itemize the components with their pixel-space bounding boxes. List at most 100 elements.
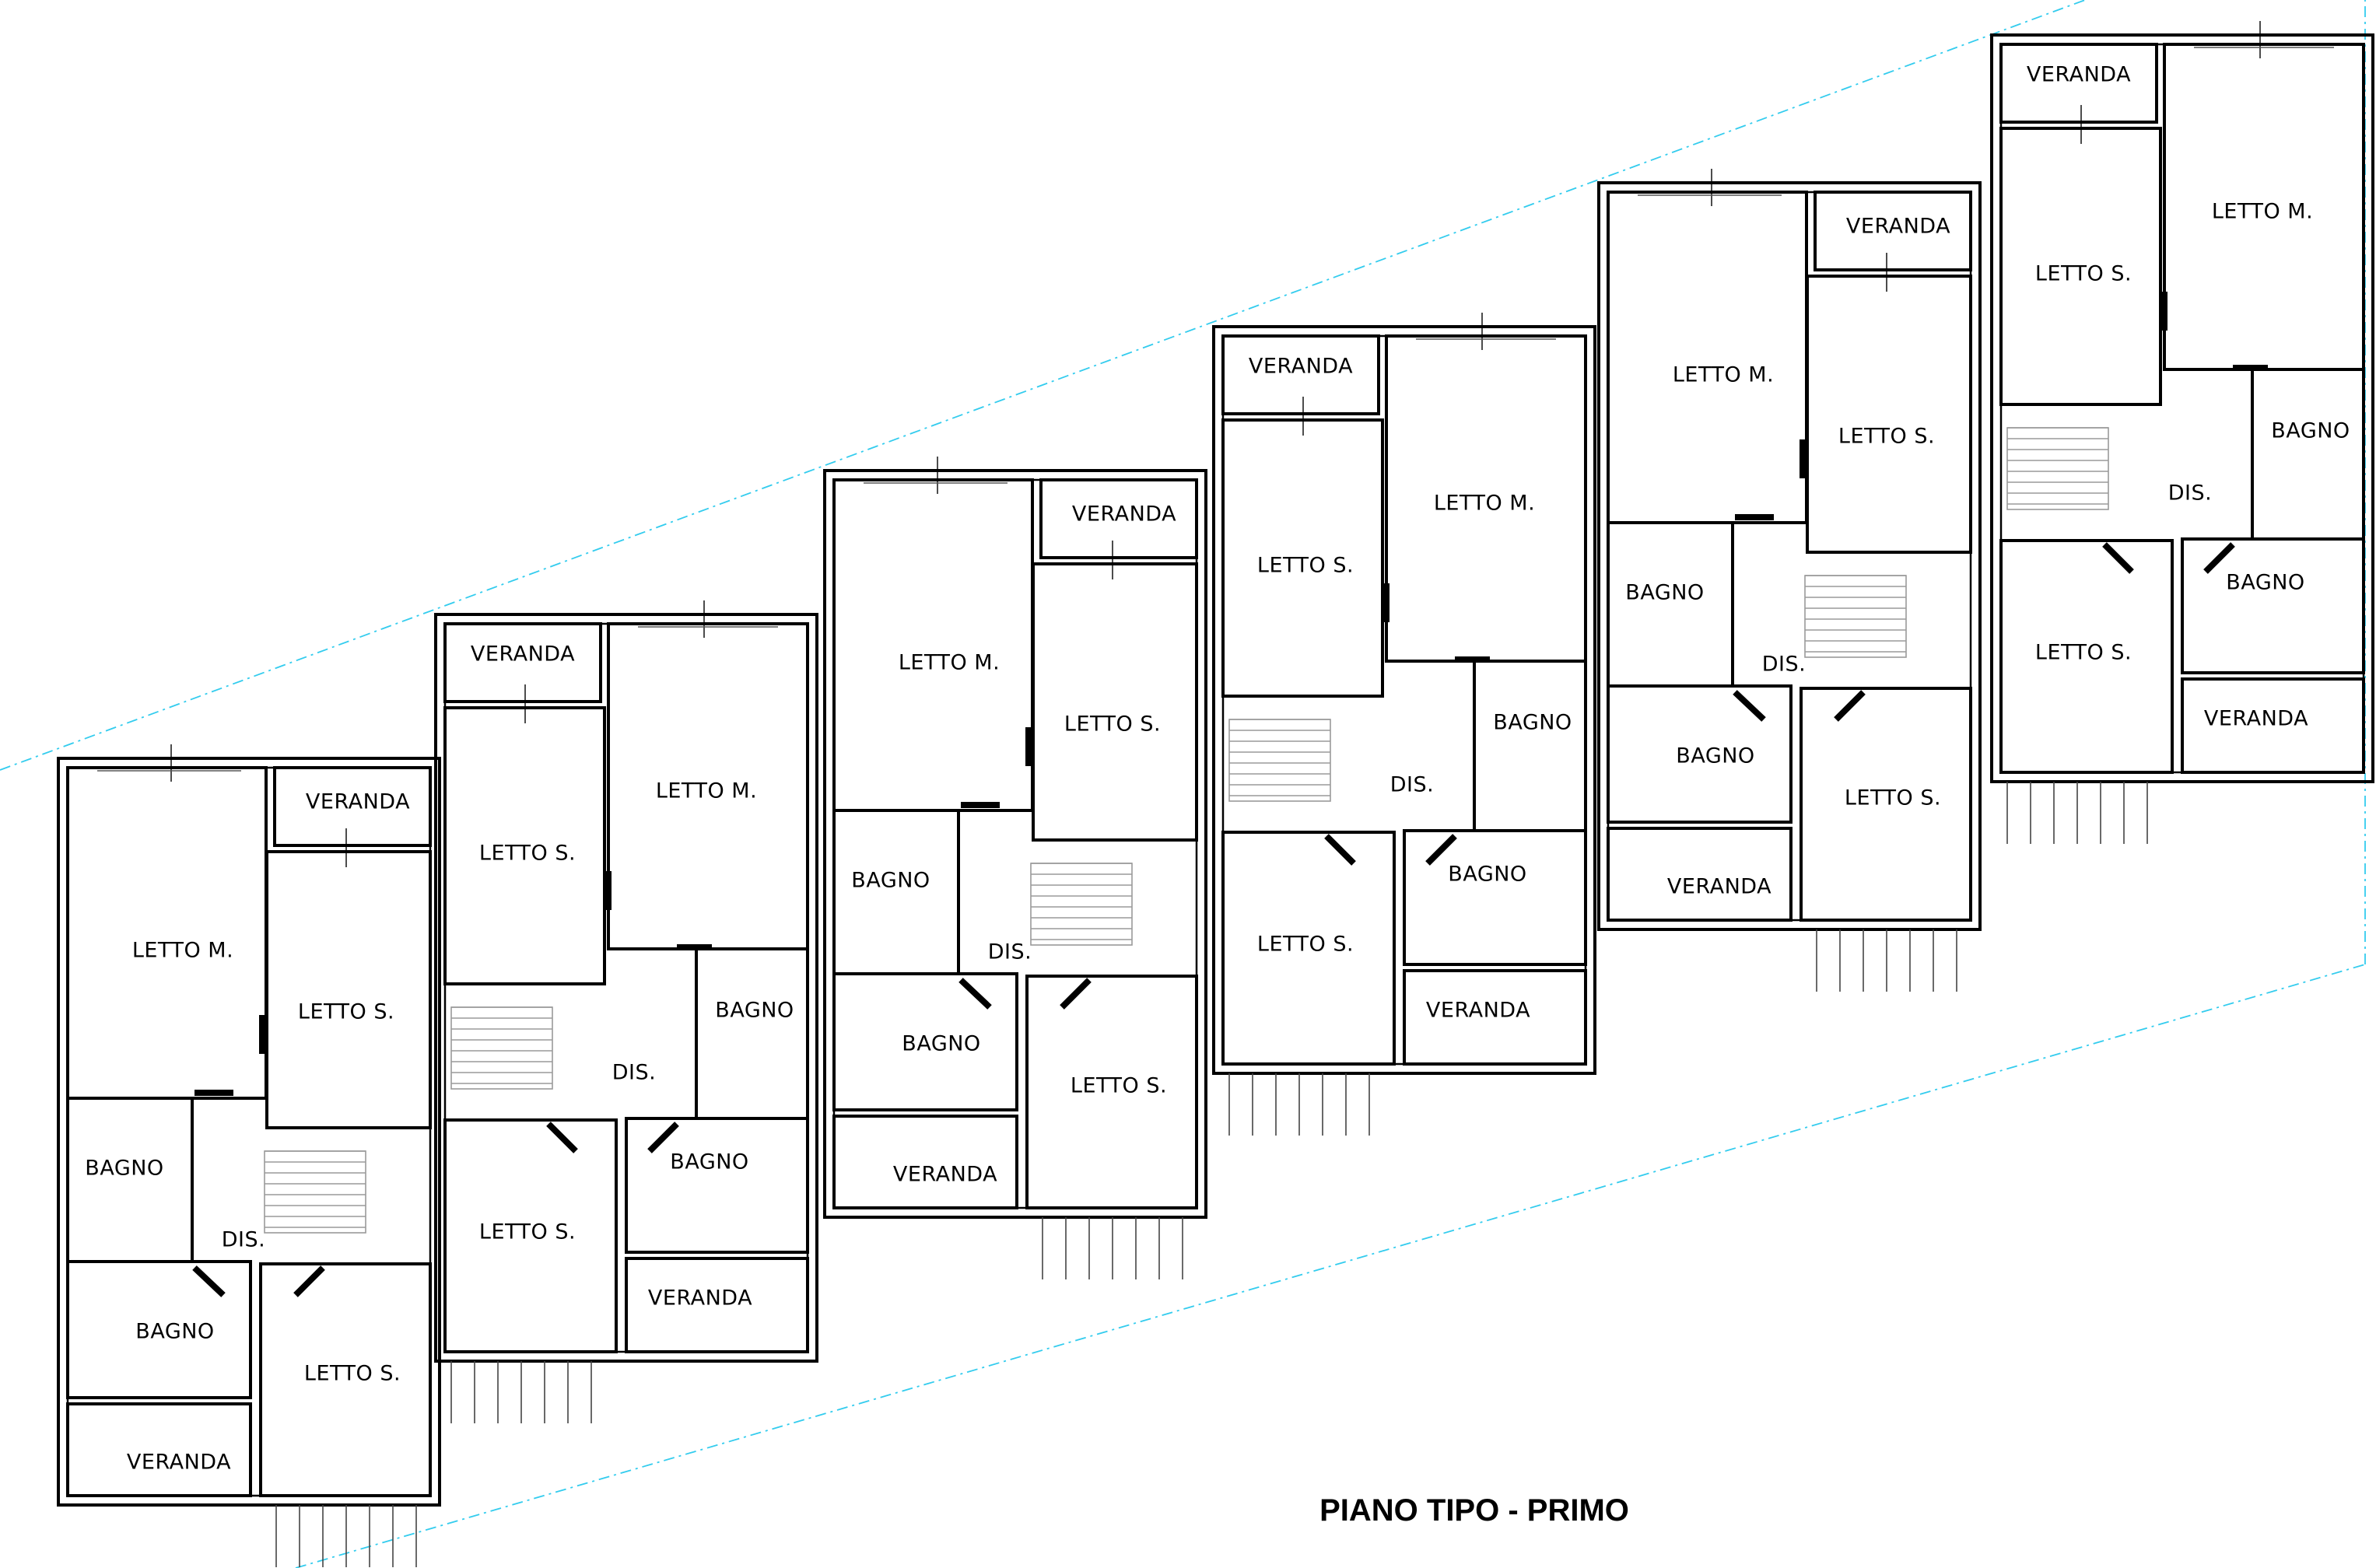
room-label: LETTO S. [1845,786,1941,810]
bathroom-wall [2181,537,2365,674]
bathroom-wall [1403,829,1587,966]
room-label: LETTO S. [2035,262,2132,286]
room-label: LETTO S. [479,842,576,866]
room-label: VERANDA [1249,355,1353,379]
room-label: LETTO S. [1257,554,1354,578]
outer-wall [1212,325,1596,1075]
room-label: BAGNO [1448,863,1526,887]
room-label: DIS. [1390,773,1434,797]
outer-wall [1597,181,1762,931]
outer-wall [1990,33,2374,783]
room-label: VERANDA [2027,63,2131,87]
room-label: BAGNO [2271,419,2350,443]
room-label: LETTO M. [1673,363,1774,387]
room-label: LETTO S. [1071,1074,1167,1098]
room-label: DIS. [2168,481,2212,506]
room-label: DIS. [222,1228,265,1252]
room-label: LETTO S. [304,1362,401,1386]
room-label: VERANDA [127,1451,231,1475]
room-label: DIS. [612,1061,656,1085]
bedroom-wall [1221,831,1396,1066]
room-label: DIS. [988,940,1032,964]
apartment-unit: VERANDA LETTO M. LETTO S. BAGNO DIS. BAGNO LET… [434,600,818,1423]
room-label: BAGNO [2226,571,2304,595]
veranda-wall [1607,827,1793,922]
room-label: BAGNO [85,1157,163,1181]
veranda-wall [1999,43,2158,124]
room-label: LETTO M. [899,651,1000,675]
bedroom-wall [443,1118,618,1353]
room-label: BAGNO [1676,744,1754,768]
bathroom-wall [695,947,809,1120]
bedroom-wall [1607,191,1808,524]
bedroom-wall [265,850,432,1129]
bedroom-wall [259,1262,432,1497]
room-label: LETTO S. [479,1220,576,1244]
room-label: BAGNO [715,999,794,1023]
room-label: LETTO S. [1064,712,1161,737]
outer-wall [823,469,988,1219]
bedroom-wall [1032,562,1198,842]
plan-title: PIANO TIPO - PRIMO [1319,1493,1629,1528]
room-label: VERANDA [306,790,410,814]
room-label: VERANDA [1846,215,1950,239]
outer-wall [57,757,222,1507]
veranda-wall [1221,334,1380,415]
bathroom-wall [1473,660,1587,832]
room-label: LETTO S. [1838,425,1935,449]
units-layer: VERANDA LETTO M. LETTO S. BAGNO DIS. BAGNO LET… [57,21,2374,1567]
apartment-unit: VERANDA LETTO M. LETTO S. BAGNO DIS. BAGNO LET… [1990,21,2374,844]
bedroom-wall [66,766,268,1100]
bedroom-wall [1800,687,1972,922]
veranda-wall [1039,478,1198,559]
veranda-wall [1814,191,1972,271]
room-label: LETTO S. [1257,933,1354,957]
room-label: VERANDA [1426,999,1530,1023]
bedroom-wall [832,478,1034,812]
outer-wall [434,613,818,1363]
room-label: VERANDA [893,1163,997,1187]
room-label: BAGNO [670,1150,748,1174]
bedroom-wall [1806,275,1972,554]
bathroom-wall [832,972,1018,1111]
room-label: LETTO M. [656,779,757,803]
room-label: LETTO S. [2035,641,2132,665]
veranda-wall [832,1115,1018,1209]
veranda-wall [1403,969,1587,1066]
bedroom-wall [1999,539,2174,774]
veranda-wall [2181,677,2365,774]
room-label: VERANDA [648,1286,752,1311]
room-label: LETTO M. [132,939,233,963]
bathroom-wall [1607,684,1793,824]
veranda-wall [66,1402,252,1497]
lot-boundary-lower [295,964,2366,1568]
room-label: VERANDA [1667,875,1771,899]
room-label: BAGNO [135,1320,214,1344]
apartment-unit: VERANDA LETTO M. LETTO S. BAGNO DIS. BAGNO LET… [57,744,441,1567]
lot-boundary-upper [0,0,2086,771]
room-label: LETTO M. [1434,492,1535,516]
bedroom-wall [1025,975,1198,1209]
room-label: LETTO S. [298,1000,394,1024]
room-label: VERANDA [1072,502,1176,527]
room-label: VERANDA [2204,707,2308,731]
veranda-wall [273,766,432,847]
room-label: DIS. [1762,653,1806,677]
apartment-unit: VERANDA LETTO M. LETTO S. BAGNO DIS. BAGNO LET… [1212,313,1596,1136]
room-label: BAGNO [902,1032,980,1056]
outer-wall [823,469,1207,1219]
room-label: BAGNO [1625,581,1704,605]
bathroom-wall [66,1260,252,1399]
outer-wall [1597,181,1982,931]
outer-wall [57,757,441,1507]
veranda-wall [625,1257,809,1353]
room-label: VERANDA [471,642,575,667]
room-label: BAGNO [1493,711,1572,735]
veranda-wall [443,622,602,703]
apartment-unit: VERANDA LETTO M. LETTO S. BAGNO DIS. BAGNO LET… [1597,169,1982,992]
bathroom-wall [2251,368,2365,541]
room-label: LETTO M. [2212,200,2313,224]
bathroom-wall [625,1117,809,1254]
